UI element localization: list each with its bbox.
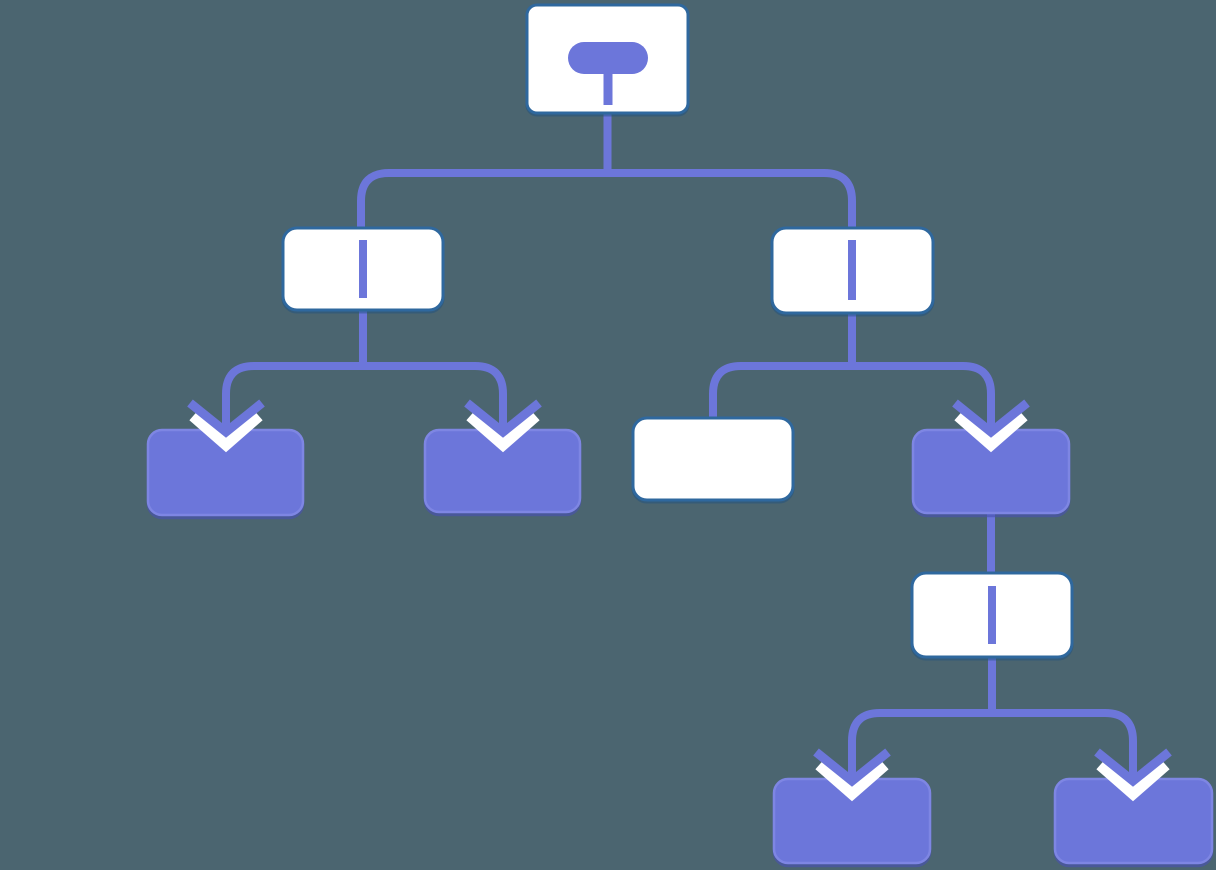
chevron-outline [815, 758, 889, 802]
node-decision-right[interactable] [770, 226, 935, 315]
node-decision-bottom[interactable] [910, 571, 1074, 659]
chevron-inner [813, 748, 891, 787]
connector-start-branch [357, 169, 856, 229]
arrow-into-task-6-chevron-down-icon [1094, 748, 1172, 802]
arrow-into-task-2-chevron-down-icon [464, 399, 542, 453]
start-node-pill-icon [568, 42, 648, 74]
arrow-into-task-1-chevron-down-icon [187, 399, 265, 453]
connector-decision-bottom-branch [848, 709, 1137, 783]
chevron-outline [466, 409, 540, 453]
arrow-into-task-4-chevron-down-icon [952, 399, 1030, 453]
chevron-outline [189, 409, 263, 453]
chevron-outline [954, 409, 1028, 453]
chevron-inner [952, 399, 1030, 438]
connector-decision-right-branch [709, 362, 995, 434]
node-start[interactable] [525, 3, 690, 115]
node-task-3-shape [631, 416, 795, 502]
chevron-inner [1094, 748, 1172, 787]
chevron-outline [1096, 758, 1170, 802]
chevron-inner [464, 399, 542, 438]
connector-decision-left-branch [222, 362, 507, 434]
arrow-into-task-5-chevron-down-icon [813, 748, 891, 802]
node-decision-left[interactable] [281, 226, 445, 312]
node-task-3[interactable] [631, 416, 795, 502]
chevron-inner [187, 399, 265, 438]
